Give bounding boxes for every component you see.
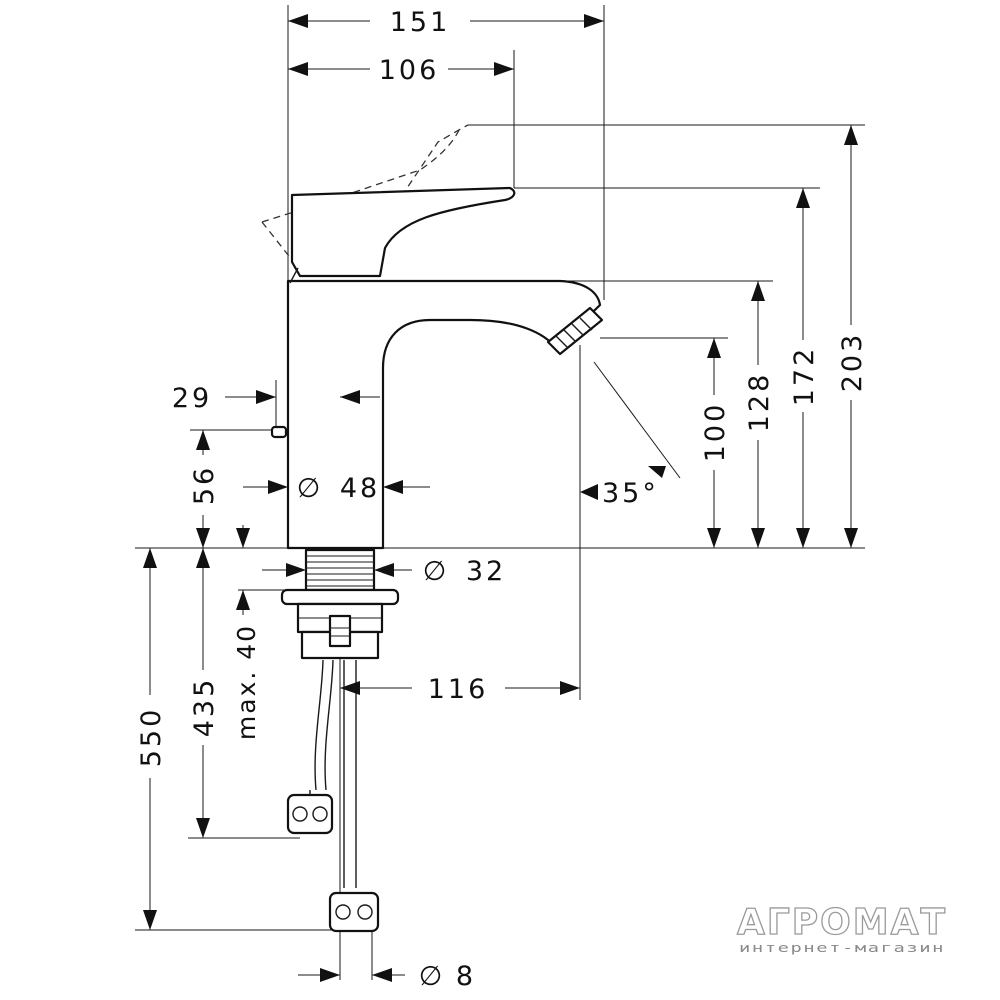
dim-popup-offset: 29: [172, 383, 212, 414]
watermark-logo: АГРОМАТ интернет-магазин: [736, 901, 947, 955]
dimension-lines: [143, 14, 858, 982]
dim-height-lever: 172: [789, 346, 820, 407]
diameter-symbol-32: ∅: [423, 556, 450, 587]
dim-body-diameter: 48: [340, 473, 380, 504]
dim-thread-diameter: 32: [466, 556, 506, 587]
dim-spray-angle: 35°: [602, 478, 659, 509]
dim-width-total: 151: [390, 7, 451, 38]
dim-lever-reach: 106: [379, 55, 440, 86]
dim-height-spout: 128: [744, 372, 775, 433]
dim-max-counter-thickness: max. 40: [232, 624, 261, 740]
extension-lines: [135, 5, 865, 980]
mounting-washer: [280, 588, 400, 606]
faucet-spout: [286, 279, 602, 550]
diameter-symbol-48: ∅: [297, 473, 324, 504]
watermark-brand: АГРОМАТ: [737, 902, 947, 943]
hose-long-connector: [328, 891, 380, 933]
watermark-tagline: интернет-магазин: [739, 941, 945, 955]
dim-height-lever-raised: 203: [837, 332, 868, 393]
bolt-head: [328, 614, 352, 648]
dim-popup-height: 56: [189, 465, 220, 505]
popup-rod: [270, 425, 288, 439]
diameter-symbol-8: ∅: [419, 961, 446, 992]
dim-hose-length-long: 550: [136, 707, 167, 768]
hose-short: [314, 659, 324, 791]
dim-spout-projection: 116: [428, 674, 489, 705]
dim-hose-diameter: 8: [456, 961, 476, 992]
lever-handle: [290, 186, 516, 278]
faucet-body: [270, 186, 604, 933]
thread-lines: [306, 555, 374, 587]
dim-hose-length-short: 435: [189, 677, 220, 738]
dim-height-outlet: 100: [700, 402, 731, 463]
aerator: [546, 306, 604, 356]
dimension-labels: 151 106 203 172 128 100 29 56 ∅ 48 35° ∅…: [136, 7, 868, 992]
hose-short-connector: [286, 793, 334, 835]
